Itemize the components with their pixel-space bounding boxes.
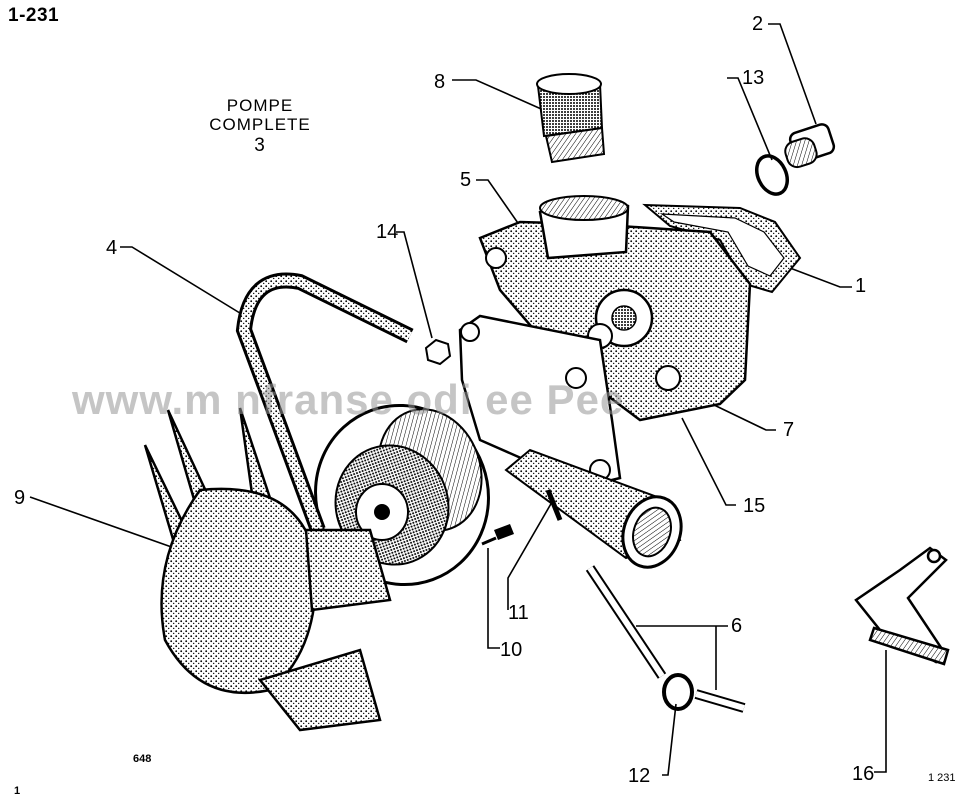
callout-15: 15 (743, 495, 766, 517)
title-line-2: COMPLETE (209, 115, 311, 134)
leader-13 (727, 77, 773, 161)
callout-12: 12 (628, 765, 651, 787)
leader-11 (507, 501, 553, 610)
plug-part (784, 123, 836, 169)
nut-part (424, 338, 452, 366)
cap-part (536, 73, 606, 164)
title-ref: 3 (254, 135, 266, 156)
callout-6: 6 (731, 615, 743, 637)
callout-13: 13 (742, 67, 765, 89)
title-line-1: POMPE (226, 96, 294, 115)
leader-14 (396, 231, 433, 339)
leader-16 (874, 650, 887, 773)
callout-2: 2 (752, 13, 764, 35)
callout-10: 10 (500, 639, 523, 661)
page-number: 1-231 (8, 5, 60, 26)
clip-part (662, 673, 694, 711)
leader-10 (487, 548, 500, 649)
leader-5 (476, 179, 521, 227)
leader-9 (29, 496, 181, 551)
watermark: www.m nfranse odi ee Pee (72, 376, 625, 423)
drawing-code-right: 1 231 (928, 772, 956, 784)
assembly-title: POMPE COMPLETE 3 (195, 96, 325, 155)
leader-lines (29, 23, 887, 776)
bracket-part (854, 546, 950, 666)
leader-15 (681, 417, 736, 506)
fan-part (143, 407, 392, 732)
pump-housing-part (478, 195, 752, 422)
leader-2 (768, 23, 817, 125)
callout-7: 7 (783, 419, 795, 441)
callout-9: 9 (14, 487, 26, 509)
callout-14: 14 (376, 221, 399, 243)
bolt-part (545, 489, 563, 521)
callout-1: 1 (855, 275, 867, 297)
callout-4: 4 (106, 237, 118, 259)
pump-cover-part (458, 314, 683, 569)
washer-part (755, 154, 789, 196)
callout-8: 8 (434, 71, 446, 93)
corner-code: 1 (14, 785, 21, 797)
drawing-code-left: 648 (133, 753, 152, 765)
callout-11: 11 (508, 602, 529, 624)
leader-12 (662, 703, 677, 776)
callout-5: 5 (460, 169, 472, 191)
leader-8 (452, 79, 549, 113)
leader-7 (711, 403, 776, 431)
leader-4 (120, 246, 249, 319)
callout-16: 16 (852, 763, 875, 785)
leader-1 (789, 267, 852, 288)
screw-part (481, 524, 514, 546)
